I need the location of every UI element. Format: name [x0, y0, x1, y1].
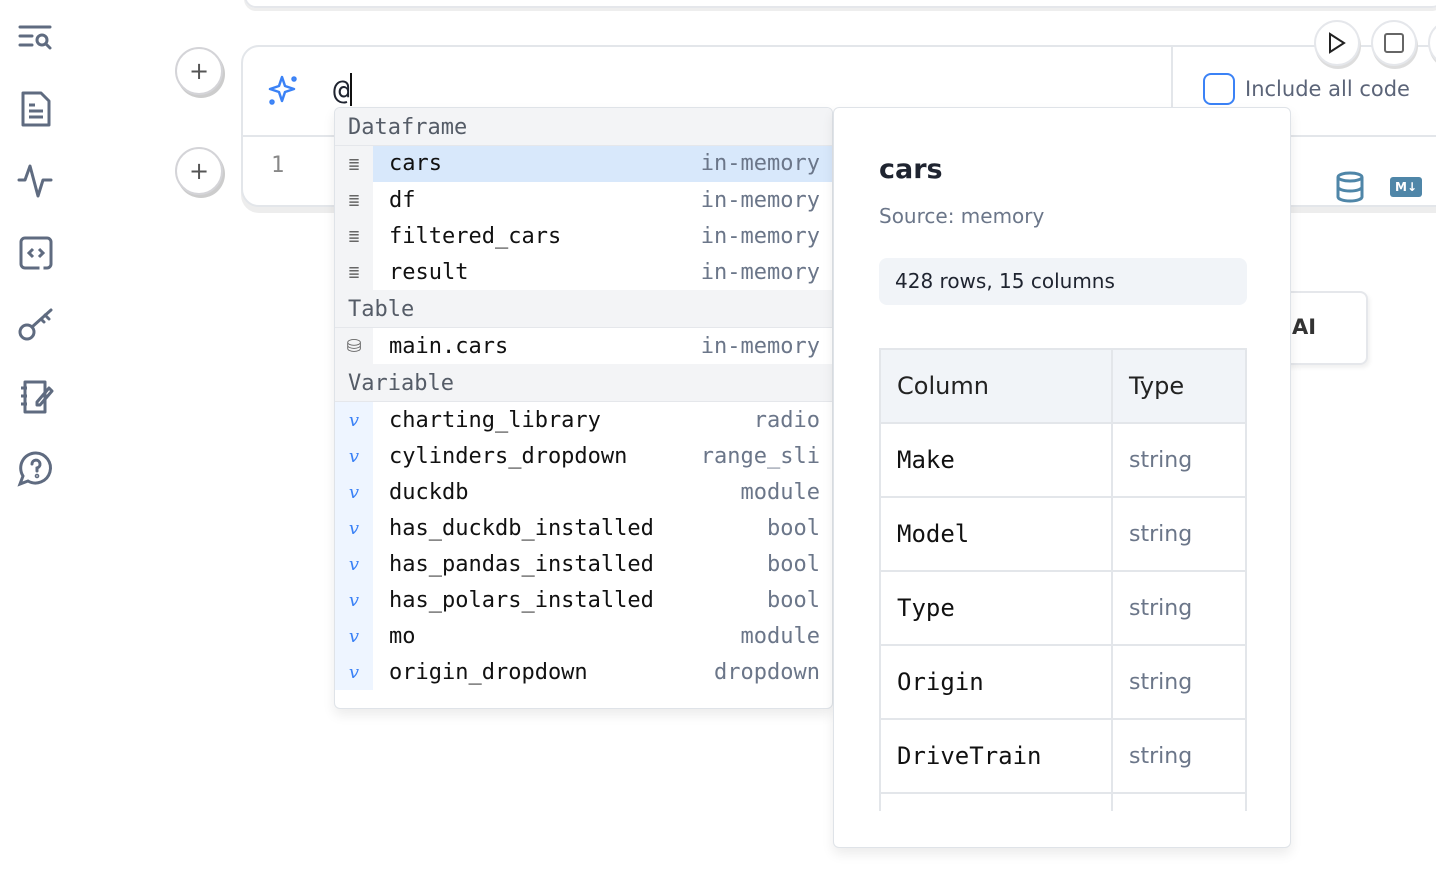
item-name: origin_dropdown — [389, 659, 588, 685]
dataframe-info-panel: cars Source: memory 428 rows, 15 columns… — [833, 107, 1291, 848]
database-icon[interactable] — [1335, 171, 1365, 207]
autocomplete-item[interactable]: ≣ filtered_cars in-memory — [335, 218, 832, 254]
column-header: Column — [879, 348, 1113, 424]
code-snippet-icon[interactable] — [16, 233, 56, 273]
item-type: bool — [767, 551, 820, 577]
table-icon: ⛁ — [335, 328, 373, 364]
autocomplete-item[interactable]: v has_duckdb_installed bool — [335, 510, 832, 546]
item-type: dropdown — [714, 659, 820, 685]
item-type: in-memory — [700, 146, 832, 182]
info-source: Source: memory — [879, 204, 1045, 228]
variable-icon: v — [335, 546, 373, 582]
info-title: cars — [879, 154, 943, 185]
autocomplete-item[interactable]: ≣ df in-memory — [335, 182, 832, 218]
autocomplete-item[interactable]: v cylinders_dropdown range_sli — [335, 438, 832, 474]
item-type: in-memory — [700, 187, 820, 213]
help-icon[interactable] — [16, 449, 56, 489]
column-type: string — [1111, 422, 1247, 498]
variable-icon: v — [335, 654, 373, 690]
dataframe-icon: ≣ — [335, 218, 373, 254]
item-name: charting_library — [389, 407, 601, 433]
section-header: Dataframe — [335, 108, 832, 146]
document-icon[interactable] — [16, 89, 56, 129]
stop-button[interactable] — [1371, 20, 1417, 66]
table-row — [879, 792, 1247, 811]
search-list-icon[interactable] — [16, 18, 56, 58]
item-name: result — [389, 259, 469, 285]
autocomplete-item[interactable]: ≣ result in-memory — [335, 254, 832, 290]
autocomplete-item[interactable]: v charting_library radio — [335, 402, 832, 438]
section-header: Table — [335, 290, 832, 328]
item-name: filtered_cars — [389, 223, 562, 249]
item-type: in-memory — [700, 223, 820, 249]
add-cell-below-button[interactable]: + — [175, 147, 223, 195]
item-type: module — [740, 479, 820, 505]
prompt-input[interactable]: @ — [333, 73, 352, 106]
variable-icon: v — [335, 474, 373, 510]
column-name: Origin — [879, 644, 1113, 720]
variable-icon: v — [335, 402, 373, 438]
column-type: string — [1111, 496, 1247, 572]
item-name: df — [389, 187, 416, 213]
variable-icon: v — [335, 618, 373, 654]
info-summary: 428 rows, 15 columns — [879, 258, 1247, 305]
item-name: cars — [373, 146, 701, 182]
autocomplete-item[interactable]: v origin_dropdown dropdown — [335, 654, 832, 690]
item-name: duckdb — [389, 479, 469, 505]
activity-icon[interactable] — [16, 161, 56, 201]
column-name: DriveTrain — [879, 718, 1113, 794]
item-name: has_pandas_installed — [389, 551, 654, 577]
item-type: module — [740, 623, 820, 649]
item-type: radio — [753, 407, 820, 433]
column-type: string — [1111, 570, 1247, 646]
variable-icon: v — [335, 438, 373, 474]
autocomplete-item[interactable]: ⛁ main.cars in-memory — [335, 328, 832, 364]
column-name: Make — [879, 422, 1113, 498]
item-type: bool — [767, 587, 820, 613]
notebook-edit-icon[interactable] — [16, 377, 56, 417]
add-cell-above-button[interactable]: + — [175, 47, 223, 95]
variable-icon: v — [335, 582, 373, 618]
key-icon[interactable] — [16, 305, 56, 345]
item-type: bool — [767, 515, 820, 541]
dataframe-icon: ≣ — [335, 254, 373, 290]
sparkles-icon — [267, 73, 301, 111]
run-button[interactable] — [1314, 20, 1360, 66]
item-name: main.cars — [389, 333, 509, 359]
item-name: has_polars_installed — [389, 587, 654, 613]
autocomplete-item[interactable]: v has_polars_installed bool — [335, 582, 832, 618]
line-number: 1 — [271, 153, 285, 178]
section-header: Variable — [335, 364, 832, 402]
markdown-icon[interactable]: M↓ — [1390, 177, 1422, 197]
variable-icon: v — [335, 510, 373, 546]
item-type: in-memory — [700, 259, 820, 285]
item-type: range_sli — [700, 443, 820, 469]
dataframe-icon: ≣ — [335, 182, 373, 218]
column-name: Type — [879, 570, 1113, 646]
autocomplete-item[interactable]: v has_pandas_installed bool — [335, 546, 832, 582]
item-name: cylinders_dropdown — [389, 443, 628, 469]
item-name: has_duckdb_installed — [389, 515, 654, 541]
include-all-code-label: Include all code — [1245, 77, 1410, 101]
type-header: Type — [1111, 348, 1247, 424]
ai-button-label: AI — [1292, 315, 1317, 339]
item-type: in-memory — [700, 333, 820, 359]
column-type: string — [1111, 718, 1247, 794]
item-name: mo — [389, 623, 416, 649]
column-type: string — [1111, 644, 1247, 720]
dataframe-icon: ≣ — [335, 146, 373, 182]
include-all-code-checkbox[interactable]: Include all code — [1203, 73, 1410, 105]
column-name: Model — [879, 496, 1113, 572]
previous-cell — [244, 0, 1436, 8]
